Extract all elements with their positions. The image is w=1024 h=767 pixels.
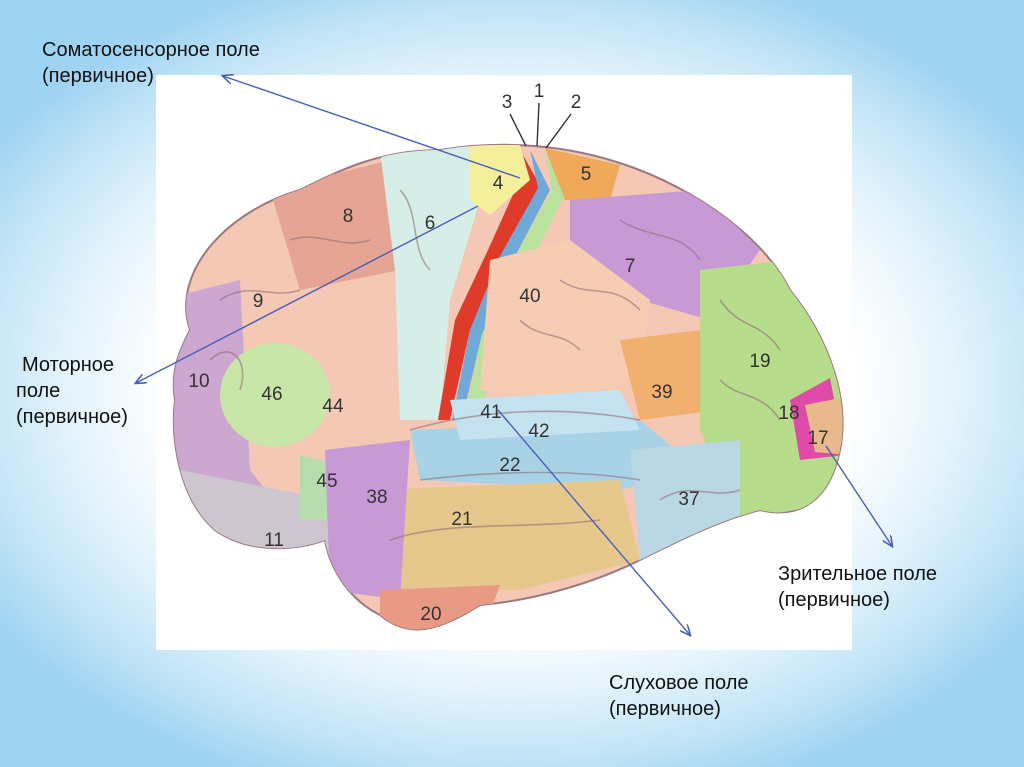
- area-label-5: 5: [581, 164, 592, 185]
- motor-caption-line1: Моторное: [16, 352, 128, 378]
- area-label-18: 18: [778, 403, 799, 424]
- area-label-41: 41: [480, 402, 501, 423]
- area-label-10: 10: [188, 371, 209, 392]
- area-label-21: 21: [451, 509, 472, 530]
- area-label-17: 17: [807, 428, 828, 449]
- motor-caption-line3: (первичное): [16, 404, 128, 430]
- area-label-44: 44: [322, 396, 344, 417]
- somatosensory-caption: Соматосенсорное поле (первичное): [42, 37, 260, 89]
- area-label-7: 7: [625, 256, 636, 277]
- area-label-40: 40: [519, 286, 540, 307]
- area-label-38: 38: [366, 487, 387, 508]
- motor-caption: Моторное поле (первичное): [16, 352, 128, 430]
- area-label-3: 3: [502, 92, 513, 113]
- motor-caption-line2: поле: [16, 378, 128, 404]
- auditory-caption: Слуховое поле (первичное): [609, 670, 749, 722]
- area-label-39: 39: [651, 382, 672, 403]
- area-label-20: 20: [420, 604, 441, 625]
- area-label-2: 2: [571, 92, 582, 113]
- top-leader-lines: [510, 103, 571, 148]
- visual-caption-line2: (первичное): [778, 587, 937, 613]
- somatosensory-caption-line2: (первичное): [42, 63, 260, 89]
- area-label-22: 22: [499, 455, 520, 476]
- visual-caption-line1: Зрительное поле: [778, 561, 937, 587]
- auditory-caption-line2: (первичное): [609, 696, 749, 722]
- area-label-45: 45: [316, 471, 337, 492]
- area-label-9: 9: [253, 291, 264, 312]
- area-label-1: 1: [534, 81, 545, 102]
- area-label-11: 11: [264, 530, 284, 551]
- area-label-46: 46: [261, 384, 282, 405]
- area-label-19: 19: [749, 351, 770, 372]
- somatosensory-caption-line1: Соматосенсорное поле: [42, 37, 260, 63]
- area-label-42: 42: [528, 421, 549, 442]
- area-label-37: 37: [678, 489, 699, 510]
- brain-lateral-view: [150, 140, 850, 640]
- visual-caption: Зрительное поле (первичное): [778, 561, 937, 613]
- area-label-8: 8: [343, 206, 354, 227]
- auditory-caption-line1: Слуховое поле: [609, 670, 749, 696]
- visual-arrow: [826, 446, 892, 546]
- area-label-4: 4: [493, 173, 504, 194]
